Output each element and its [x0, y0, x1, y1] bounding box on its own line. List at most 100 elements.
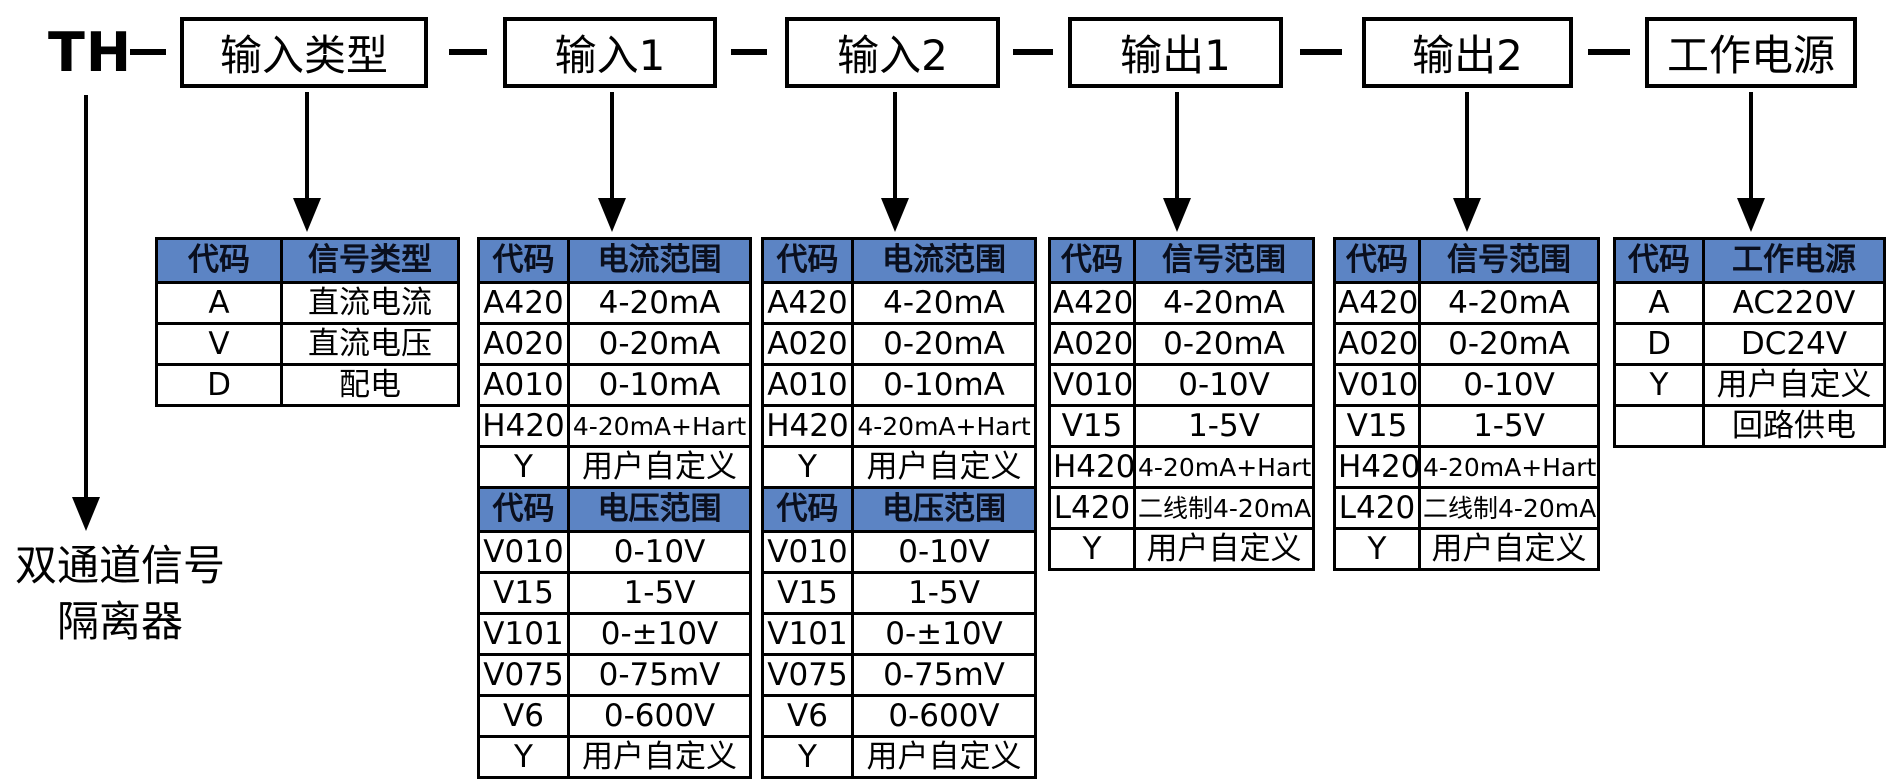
code-cell: V010 — [1048, 363, 1136, 407]
value-cell: 1-5V — [1418, 404, 1600, 448]
code-cell: A — [155, 281, 283, 325]
value-cell: 4-20mA — [1133, 281, 1315, 325]
code-cell: A020 — [477, 322, 570, 366]
value-cell: 4-20mA — [567, 281, 752, 325]
value-cell: 0-10V — [567, 530, 752, 574]
code-cell: Y — [761, 445, 854, 489]
arrow-line — [610, 92, 614, 200]
code-cell: D — [155, 363, 283, 407]
code-cell: L420 — [1333, 486, 1421, 530]
header-cell: 电流范围 — [851, 237, 1037, 284]
value-cell: 0-10V — [1133, 363, 1315, 407]
code-cell: H420 — [761, 404, 854, 448]
value-cell: 用户自定义 — [567, 735, 752, 779]
value-cell: 直流电压 — [280, 322, 460, 366]
code-cell: V101 — [761, 612, 854, 656]
code-cell: Y — [1333, 527, 1421, 571]
connector-dash — [1300, 49, 1342, 55]
code-cell: V15 — [477, 571, 570, 615]
table-header-row: 代码电流范围 — [761, 237, 1037, 284]
code-cell — [1613, 404, 1705, 448]
code-cell: V075 — [477, 653, 570, 697]
code-cell: V075 — [761, 653, 854, 697]
code-cell: Y — [1048, 527, 1136, 571]
model-box-power: 工作电源 — [1645, 17, 1857, 88]
table-header-row: 代码信号范围 — [1048, 237, 1315, 284]
value-cell: 0-10mA — [567, 363, 752, 407]
header-cell: 代码 — [1048, 237, 1136, 284]
header-cell: 代码 — [1333, 237, 1421, 284]
code-cell: V15 — [761, 571, 854, 615]
value-cell: 用户自定义 — [1702, 363, 1886, 407]
code-cell: A420 — [477, 281, 570, 325]
arrow-head-icon — [1163, 198, 1191, 232]
product-name-line1: 双通道信号 — [14, 541, 225, 590]
code-cell: A420 — [761, 281, 854, 325]
value-cell: 0-600V — [567, 694, 752, 738]
connector-dash — [449, 49, 487, 55]
code-cell: H420 — [1048, 445, 1136, 489]
header-cell: 代码 — [761, 486, 854, 533]
code-cell: A420 — [1333, 281, 1421, 325]
table-header-row: 代码工作电源 — [1613, 237, 1886, 284]
connector-dash — [731, 49, 767, 55]
table-header-row: 代码电流范围 — [477, 237, 752, 284]
arrow-head-icon — [72, 497, 100, 531]
value-cell: 用户自定义 — [851, 445, 1037, 489]
value-cell: 4-20mA — [1418, 281, 1600, 325]
arrow-head-icon — [293, 198, 321, 232]
code-cell: L420 — [1048, 486, 1136, 530]
code-cell: V010 — [761, 530, 854, 574]
model-box-label: 输出1 — [1120, 31, 1231, 80]
code-cell: V010 — [477, 530, 570, 574]
value-cell: 0-600V — [851, 694, 1037, 738]
header-cell: 信号范围 — [1418, 237, 1600, 284]
header-cell: 电压范围 — [851, 486, 1037, 533]
model-prefix: TH — [47, 21, 133, 84]
code-cell: V6 — [477, 694, 570, 738]
product-name-line2: 隔离器 — [56, 597, 183, 646]
value-cell: AC220V — [1702, 281, 1886, 325]
model-box-input-1: 输入1 — [503, 17, 717, 88]
header-cell: 信号范围 — [1133, 237, 1315, 284]
code-cell: V101 — [477, 612, 570, 656]
code-cell: V15 — [1048, 404, 1136, 448]
header-cell: 代码 — [155, 237, 283, 284]
value-cell: 0-75mV — [567, 653, 752, 697]
header-cell: 代码 — [1613, 237, 1705, 284]
value-cell: 4-20mA+Hart — [1133, 445, 1315, 489]
header-cell: 工作电源 — [1702, 237, 1886, 284]
code-cell: H420 — [477, 404, 570, 448]
